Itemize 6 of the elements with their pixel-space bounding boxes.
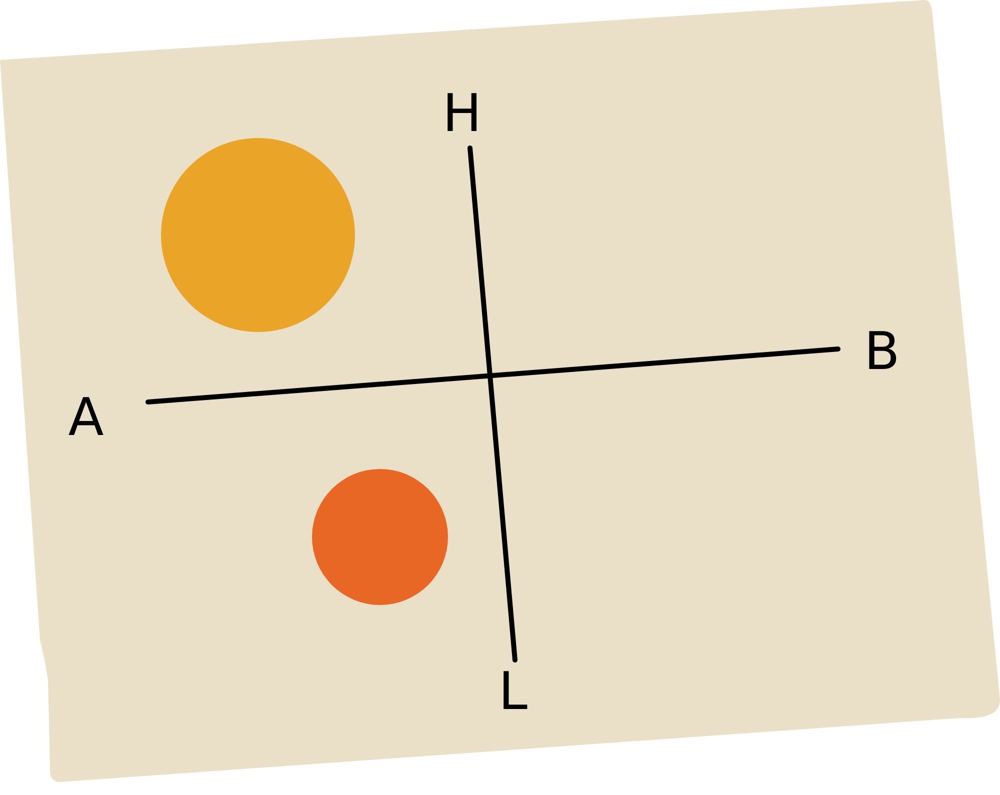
- circle-shape: [312, 469, 448, 605]
- axis-label: B: [864, 326, 900, 378]
- axis-label: H: [442, 88, 482, 140]
- axis-label: L: [498, 666, 528, 718]
- circle-shape: [161, 138, 355, 332]
- axis-label: A: [68, 392, 104, 444]
